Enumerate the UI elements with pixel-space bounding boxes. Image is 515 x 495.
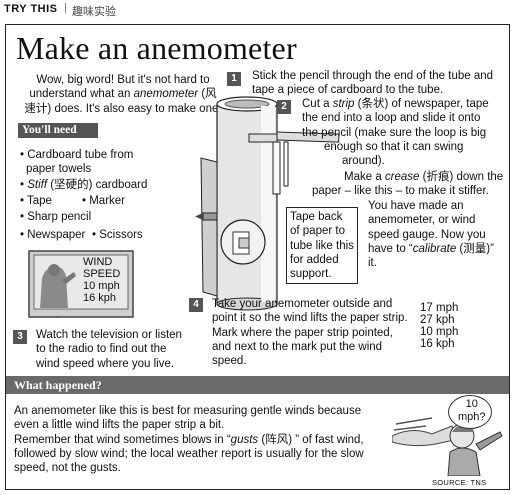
tv-line: WIND [83, 256, 113, 268]
step-number: 4 [189, 298, 203, 312]
tv-line: SPEED [83, 268, 121, 280]
step-line: and next to the mark put the wind [212, 340, 383, 353]
speed-label: 16 kph [420, 338, 455, 350]
speech-bubble [448, 395, 492, 429]
step-3-text: Watch the television or listen to the ra… [36, 328, 182, 371]
source-credit: SOURCE: TNS [432, 478, 487, 487]
crease-text: Make a crease (折痕) down the [344, 170, 503, 184]
bubble-text: 10 mph? [458, 398, 486, 424]
step-line: tape a piece of cardboard to the tube. [252, 84, 444, 97]
need-item: • Scissors [92, 229, 143, 241]
crease-text-2: paper – like this – to make it stiffer. [312, 185, 489, 197]
need-item: • Stiff (坚硬的) cardboard [20, 179, 148, 191]
speed-label: 10 mph [420, 326, 459, 338]
body-line: even a little wind lifts the paper strip… [14, 419, 225, 432]
note-line: have to “calibrate (测量)” [368, 242, 494, 255]
step-line: Watch the television or listen [36, 329, 182, 341]
body-line: speed, not the gusts. [14, 462, 121, 475]
step-number: 2 [277, 100, 291, 114]
what-happened-heading: What happened? [14, 378, 102, 392]
top-bar [0, 0, 515, 22]
body-line: An anemometer like this is best for meas… [14, 405, 362, 417]
anemometer-illustration [195, 96, 340, 311]
note-line: support. [290, 268, 332, 281]
tv-line: 16 kph [83, 292, 117, 304]
step-line: the pencil (make sure the loop is big [302, 126, 487, 139]
step-line: Cut a strip (条状) of newspaper, tape [302, 98, 489, 110]
body-line: followed by slow wind; the local weather… [14, 447, 364, 460]
step-line: Mark where the paper strip pointed, [212, 326, 393, 339]
note-line: You have made an [368, 200, 464, 212]
speed-label: 17 mph [420, 302, 459, 314]
step-line: speed. [212, 355, 247, 368]
note-line: for added [290, 253, 339, 266]
speed-marks: 17 mph 27 kph 10 mph 16 kph [420, 302, 458, 350]
crease-line: Make a crease (折痕) down the [344, 171, 504, 183]
step-1-text: Stick the pencil through the end of the … [252, 69, 493, 98]
page-title: Make an anemometer [16, 30, 297, 66]
section-tag: TRY THIS [4, 3, 58, 15]
tape-note: Tape back of paper to tube like this for… [286, 207, 358, 285]
note-line: it. [368, 257, 377, 270]
note-line: of paper to [290, 225, 345, 238]
television-illustration [28, 250, 134, 318]
need-item: • Tape [20, 195, 52, 207]
what-happened-bar [6, 376, 509, 394]
need-item: • Cardboard tube from [20, 149, 134, 161]
intro-line: understand what an anemometer (风 [29, 88, 217, 101]
tag-separator: | [64, 2, 67, 14]
intro-text: Wow, big word! But it's not hard to unde… [18, 73, 228, 116]
you-need-heading: You'll need [18, 123, 98, 138]
note-line: speed gauge. Now you [368, 228, 486, 241]
note-line: tube like this [290, 239, 354, 252]
tv-line: 10 mph [83, 280, 120, 292]
speed-label: 27 kph [420, 314, 455, 326]
bubble-line: 10 [465, 398, 478, 410]
section-tag-chinese: 趣味实验 [72, 6, 116, 18]
step-number: 1 [227, 72, 241, 86]
step-line: around). [342, 155, 385, 168]
step-line: point it so the wind lifts the paper str… [212, 312, 408, 325]
need-item: • Newspaper [20, 229, 86, 241]
intro-line: Wow, big word! But it's not hard to [36, 74, 210, 86]
step-4-text: Take your anemometer outside and point i… [212, 297, 408, 368]
step-line: Stick the pencil through the end of the … [252, 70, 494, 82]
note-line: anemometer, or wind [368, 214, 476, 227]
need-item: • Sharp pencil [20, 211, 92, 223]
step-line: to the radio to find out the [36, 343, 167, 356]
need-item: paper towels [26, 163, 92, 175]
intro-line: 速计) does. It's also easy to make one! [24, 102, 222, 115]
step-2-text: Cut a strip (条状) of newspaper, tape the … [302, 97, 512, 168]
body-line: Remember that wind sometimes blows in “g… [14, 433, 364, 446]
need-item: • Marker [82, 195, 126, 207]
what-happened-text: An anemometer like this is best for meas… [14, 404, 404, 475]
step-line: enough so that it can swing [324, 140, 464, 153]
tv-screen-text: WIND SPEED 10 mph 16 kph [83, 256, 120, 304]
gauge-note: You have made an anemometer, or wind spe… [368, 199, 508, 270]
step-line: Take your anemometer outside and [212, 298, 393, 310]
person-illustration [392, 417, 503, 476]
bubble-line: mph? [458, 411, 486, 423]
step-line: wind speed where you live. [36, 357, 175, 370]
step-number: 3 [13, 330, 27, 344]
step-line: the end into a loop and slide it onto [302, 112, 481, 125]
note-line: Tape back [290, 211, 343, 223]
